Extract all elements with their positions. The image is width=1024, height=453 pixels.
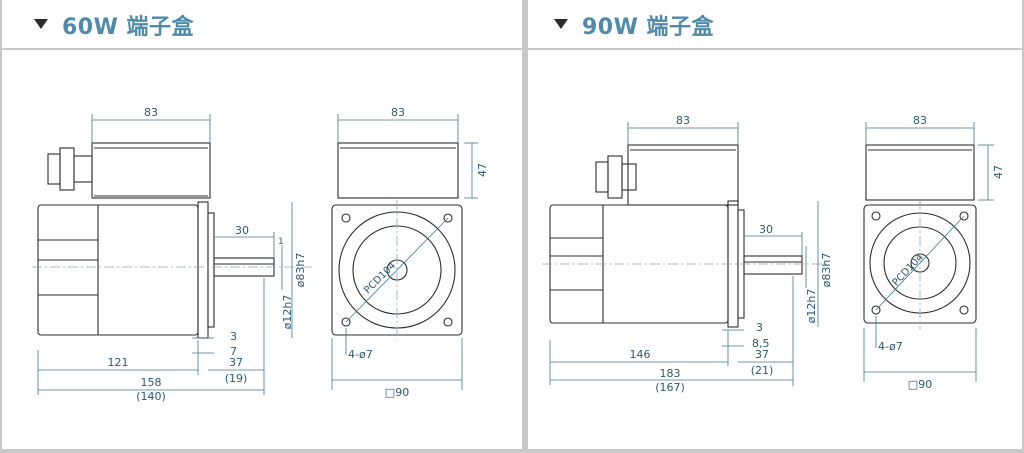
dim-total-len: 183 (660, 367, 681, 380)
cable-gland-nut (59, 147, 75, 191)
cable-gland-cap (595, 161, 609, 193)
dim-body-len: 146 (630, 348, 651, 361)
dim-total-len-alt: (167) (655, 381, 685, 394)
mount-hole (443, 317, 453, 327)
dim-pcd: PCD104 (362, 260, 398, 296)
shaft-side (743, 255, 803, 275)
dim-front-box-width: 83 (391, 106, 405, 119)
panel-title: 60W 端子盒 (62, 15, 195, 40)
cable-gland-cap (47, 153, 61, 185)
panel-90w: 90W 端子盒 (528, 0, 1022, 449)
panel-header: 60W 端子盒 (2, 0, 522, 50)
dim-box-height: 47 (992, 165, 1005, 179)
panel-60w: 60W 端子盒 (2, 0, 522, 449)
dim-box-width: 83 (144, 106, 158, 119)
terminal-box-side (91, 142, 211, 199)
mount-hole (341, 213, 351, 223)
dim-square: □90 (385, 386, 409, 399)
mount-hole (959, 211, 969, 221)
dim-flange-dia: ø83h7 (820, 253, 833, 288)
cable-gland-body (73, 155, 93, 183)
dim-front-box-width: 83 (913, 114, 927, 127)
dim-shaft-dia: ø12h7 (281, 295, 294, 330)
mount-hole (959, 305, 969, 315)
dim-box-height: 47 (476, 163, 489, 177)
dim-shaft-len: 30 (235, 224, 249, 237)
dim-shaft-total: 37 (755, 348, 769, 361)
dim-shaft-total-alt: (19) (225, 372, 248, 385)
dim-7: 7 (230, 345, 237, 358)
dim-flange-dia: ø83h7 (294, 253, 307, 288)
dim-pcd: PCD104 (891, 252, 926, 289)
dim-shaft-total-alt: (21) (751, 364, 774, 377)
mount-hole (443, 213, 453, 223)
cable-gland-body (621, 163, 637, 191)
motor-body-side (37, 204, 199, 336)
dim-total-len-alt: (140) (136, 390, 166, 403)
dim-body-len: 121 (108, 356, 129, 369)
terminal-box-side (627, 144, 739, 206)
terminal-box-front (337, 142, 459, 199)
drawing-60w: 83 30 1 ø83h7 ø12h7 3 7 121 37 (19) 158 … (32, 106, 489, 403)
dim-shaft-len: 30 (759, 223, 773, 236)
dim-3: 3 (756, 321, 763, 334)
dim-shaft-total: 37 (229, 356, 243, 369)
drawing-90w: 83 30 ø83h7 ø12h7 3 8,5 146 37 (21) 183 … (542, 114, 1005, 394)
mount-hole (341, 317, 351, 327)
mount-hole (871, 305, 881, 315)
dim-holes: 4-ø7 (348, 348, 373, 361)
dim-3: 3 (230, 330, 237, 343)
terminal-box-front (865, 144, 975, 201)
flange-side (197, 201, 209, 339)
collapse-triangle-icon[interactable] (554, 19, 568, 29)
dim-square: □90 (908, 378, 932, 391)
panel-header: 90W 端子盒 (528, 0, 1022, 50)
panel-title: 90W 端子盒 (582, 15, 715, 40)
dim-shaft-dia: ø12h7 (805, 289, 818, 324)
dim-shaft-step: 1 (278, 237, 284, 247)
collapse-triangle-icon[interactable] (34, 19, 48, 29)
mount-hole (871, 211, 881, 221)
dim-85: 8,5 (752, 337, 770, 350)
dim-total-len: 158 (141, 376, 162, 389)
cable-gland-nut (607, 155, 623, 199)
dim-holes: 4-ø7 (878, 340, 903, 353)
dim-box-width: 83 (676, 114, 690, 127)
